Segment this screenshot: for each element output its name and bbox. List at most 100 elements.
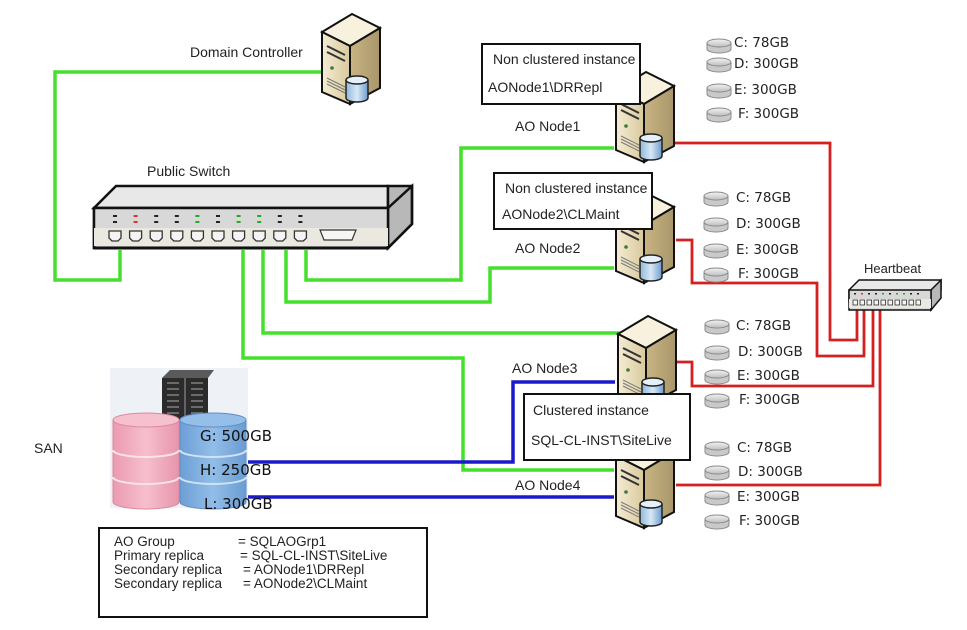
rack-slot (167, 394, 179, 396)
san-storage-icon[interactable] (110, 368, 248, 510)
clustered-instance-name: SQL-CL-INST\SiteLive (531, 432, 672, 448)
disk-icon (703, 267, 729, 283)
ao-node4-label: AO Node4 (515, 477, 581, 493)
rack-slot (167, 406, 179, 408)
status-led (133, 221, 138, 223)
ethernet-port-icon (866, 299, 872, 306)
status-led (882, 293, 884, 295)
node2-instance-name: AONode2\CLMaint (502, 206, 620, 222)
rack-slot (167, 382, 179, 384)
ethernet-port-icon (894, 299, 900, 306)
link-switch-to-node2 (284, 250, 614, 304)
clustered-instance-type: Clustered instance (533, 402, 649, 418)
ethernet-port-icon (880, 299, 886, 306)
ethernet-port-icon (901, 299, 907, 306)
rack-slot (167, 400, 179, 402)
node1-instance-box: Non clustered instance AONode1\DRRepl (481, 43, 641, 105)
status-led (298, 221, 303, 223)
ao-node2-label: AO Node2 (515, 240, 581, 256)
domain-controller-label: Domain Controller (190, 44, 303, 60)
disk-icon (704, 465, 730, 481)
status-led (113, 215, 117, 217)
switch-status-leds (113, 215, 303, 223)
node2-instance-box: Non clustered instance AONode2\CLMaint (493, 172, 653, 230)
ethernet-port-icon (128, 230, 143, 242)
rack-slot (191, 382, 203, 384)
ethernet-port-icon (887, 299, 893, 306)
status-led (277, 215, 282, 217)
disk-icon (706, 107, 732, 123)
status-led (875, 293, 877, 295)
heartbeat-switch-icon[interactable] (848, 278, 942, 313)
status-led (174, 215, 179, 217)
link-dc-to-public-switch (53, 70, 322, 282)
rack-slot (191, 406, 203, 408)
status-led (903, 293, 905, 295)
disk-icon (704, 319, 730, 335)
san-disk-blue-icon (179, 412, 247, 510)
status-led (868, 293, 870, 295)
disk-icon (704, 490, 730, 506)
disk-icon (703, 243, 729, 259)
ethernet-port-icon (211, 230, 225, 242)
domain-controller-server-icon[interactable] (321, 13, 381, 105)
public-switch-icon[interactable] (90, 183, 414, 252)
rack-slot (167, 412, 179, 414)
public-network-links (53, 70, 622, 472)
link-switch-to-node4 (241, 250, 614, 472)
disk-icon (703, 217, 729, 233)
status-led (257, 215, 262, 217)
status-led (236, 215, 241, 217)
link-node2-to-heartbeat (676, 238, 866, 358)
status-led (298, 215, 303, 217)
ethernet-port-icon (170, 230, 184, 242)
san-volume-g: G: 500GB (200, 427, 272, 445)
ao-node1-label: AO Node1 (515, 118, 581, 134)
ao-group-summary-box: AO Group = SQLAOGrp1 Primary replica = S… (98, 527, 428, 618)
san-volume-l: L: 300GB (204, 495, 273, 513)
ethernet-port-icon (231, 230, 246, 242)
san-volume-h: H: 250GB (200, 461, 272, 479)
node2-instance-type: Non clustered instance (505, 180, 648, 196)
status-led (195, 215, 200, 217)
heartbeat-switch-label: Heartbeat (864, 261, 922, 276)
disk-icon (706, 83, 732, 99)
status-led (896, 293, 898, 295)
san-links (245, 380, 615, 499)
link-switch-to-node3 (261, 250, 622, 335)
rack-slot (191, 412, 203, 414)
disk-icon (704, 514, 730, 530)
status-led (133, 215, 138, 217)
ethernet-port-icon (915, 299, 921, 306)
node1-instance-name: AONode1\DRRepl (488, 79, 603, 95)
rack-slot (167, 388, 179, 390)
status-led (910, 293, 912, 295)
status-led (861, 293, 863, 295)
link-switch-to-node1 (304, 146, 614, 282)
heartbeat-switch-ports (852, 293, 921, 306)
serial-port-icon (319, 229, 357, 241)
status-led (113, 221, 117, 223)
ethernet-port-icon (873, 299, 879, 306)
ao-node3-label: AO Node3 (512, 360, 578, 376)
disk-icon (704, 345, 730, 361)
disk-icon (703, 191, 729, 207)
disk-icon (706, 38, 732, 54)
status-led (889, 293, 891, 295)
heartbeat-links (666, 141, 882, 487)
disk-icon (704, 441, 730, 457)
ethernet-port-icon (859, 299, 865, 306)
link-node3-to-heartbeat (676, 310, 875, 388)
san-disk-pink-icon (112, 412, 180, 510)
disk-icon (706, 57, 732, 73)
rack-slot (191, 394, 203, 396)
status-led (174, 221, 179, 223)
status-led (917, 293, 919, 295)
ethernet-port-icon (273, 230, 287, 242)
status-led (195, 221, 200, 223)
link-san-to-node3 (245, 380, 615, 464)
switch-ports (108, 230, 308, 242)
ethernet-port-icon (252, 230, 266, 242)
ethernet-port-icon (108, 230, 122, 242)
